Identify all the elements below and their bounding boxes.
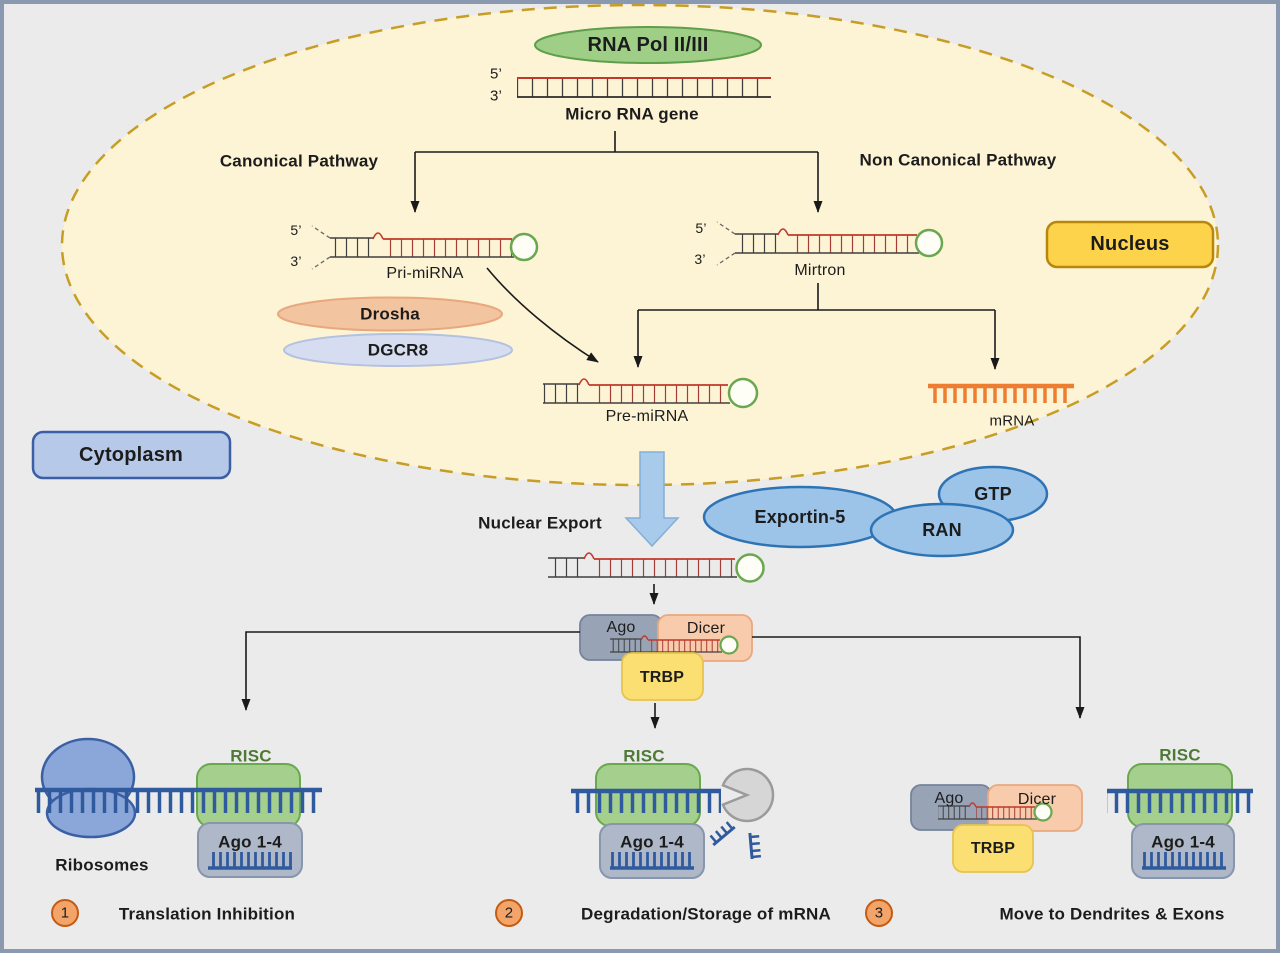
ago14-mid-label: Ago 1-4 xyxy=(620,832,684,852)
outcome-branch-arrows xyxy=(241,631,1085,729)
cytoplasm-tag: Cytoplasm xyxy=(78,444,184,466)
risc-complex-left xyxy=(35,763,322,878)
non-canonical-pathway-label: Non Canonical Pathway xyxy=(859,150,1057,170)
micro-rna-gene-strand xyxy=(517,77,771,98)
ran-ellipse xyxy=(869,502,1015,558)
mirtron-three-prime-label: 3’ xyxy=(694,251,706,267)
pri-mirna-label: Pri-miRNA xyxy=(386,265,464,282)
exportin5-label: Exportin-5 xyxy=(754,507,846,527)
nuclear-export-arrow xyxy=(624,451,680,548)
exonuclease-pacman xyxy=(721,767,775,823)
outcome-2-number: 2 xyxy=(504,904,514,922)
nuclear-export-label: Nuclear Export xyxy=(478,513,602,533)
pre-mirna-label: Pre-miRNA xyxy=(605,408,689,425)
right-ago-label: Ago xyxy=(934,790,964,807)
rna-fragment-1 xyxy=(709,821,736,847)
ago14-left-label: Ago 1-4 xyxy=(218,832,282,852)
outcome-3-label: Move to Dendrites & Exons xyxy=(999,904,1225,924)
right-trbp-label: TRBP xyxy=(970,840,1016,857)
ago14-right-label: Ago 1-4 xyxy=(1151,832,1215,852)
mirtron-hairpin xyxy=(716,221,944,266)
cytoplasm-pre-mirna-hairpin xyxy=(548,552,765,583)
rna-pol-ellipse xyxy=(534,26,762,64)
gtp-label: GTP xyxy=(974,484,1012,504)
trbp-label: TRBP xyxy=(639,669,685,686)
outcome-1-number: 1 xyxy=(60,904,70,922)
nucleus-tag-box xyxy=(1045,220,1215,269)
pri-mirna-hairpin xyxy=(311,225,539,270)
nucleus-tag: Nucleus xyxy=(1090,233,1170,255)
outcome-3-number: 3 xyxy=(874,904,884,922)
pathway-branch-arrows xyxy=(410,131,823,213)
ago-label: Ago xyxy=(606,619,636,636)
canonical-pathway-label: Canonical Pathway xyxy=(219,151,379,171)
risc-complex-mid xyxy=(571,763,721,879)
drosha-processing-arrow xyxy=(486,267,599,363)
ribosomes-label: Ribosomes xyxy=(55,855,149,875)
mrna-strand-orange xyxy=(928,383,1074,403)
pri-three-prime-label: 3’ xyxy=(290,253,302,269)
mirtron-five-prime-label: 5’ xyxy=(695,220,707,236)
outcome-1-circle xyxy=(51,899,79,927)
mirtron-split-arrows xyxy=(633,283,1000,370)
drosha-label: Drosha xyxy=(360,304,420,324)
dgcr8-ellipse xyxy=(283,333,513,367)
pre-mirna-hairpin xyxy=(543,377,759,409)
risc-mid-label: RISC xyxy=(623,746,665,766)
ran-label: RAN xyxy=(922,520,962,540)
risc-complex-right xyxy=(1107,763,1253,879)
outcome-2-label: Degradation/Storage of mRNA xyxy=(580,904,832,924)
dicer-complex xyxy=(579,614,753,701)
mirtron-label: Mirtron xyxy=(794,262,846,279)
cytoplasm-tag-box xyxy=(31,430,232,480)
dicer-label: Dicer xyxy=(686,620,726,637)
risc-left-label: RISC xyxy=(230,746,272,766)
gene-three-prime-label: 3’ xyxy=(489,87,503,105)
gene-five-prime-label: 5’ xyxy=(489,65,503,83)
rna-fragment-2 xyxy=(748,832,762,860)
right-dicer-complex xyxy=(910,784,1083,873)
outcome-1-label: Translation Inhibition xyxy=(118,904,296,924)
micro-rna-gene-label: Micro RNA gene xyxy=(565,104,699,124)
rna-pol-label: RNA Pol II/III xyxy=(587,34,709,56)
right-dicer-label: Dicer xyxy=(1017,791,1057,808)
drosha-ellipse xyxy=(277,296,503,332)
outcome-3-circle xyxy=(865,899,893,927)
risc-right-label: RISC xyxy=(1159,745,1201,765)
pri-five-prime-label: 5’ xyxy=(290,222,302,238)
dgcr8-label: DGCR8 xyxy=(367,340,429,360)
mrna-label: mRNA xyxy=(989,412,1035,430)
outcome-2-circle xyxy=(495,899,523,927)
